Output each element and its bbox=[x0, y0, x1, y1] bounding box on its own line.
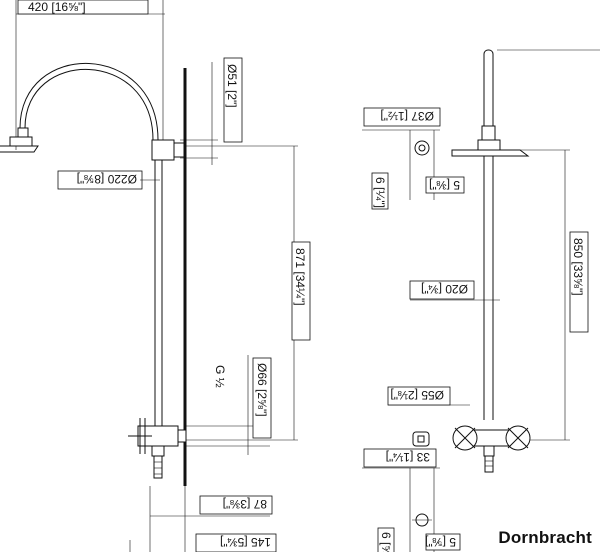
rail-diameter-label: Ø20 [¾"] bbox=[421, 282, 468, 296]
bottom-b-label: 5 [⅝"] bbox=[425, 535, 456, 549]
right-shower-front-view: Ø37 [1½"] 6 [¼"] 5 [⅜"] Ø20 [¾"] 850 [33… bbox=[362, 49, 600, 557]
wall-offset-large-label: 145 [5¾"] bbox=[220, 535, 271, 549]
bottom-a-label: 6 [⅝"] bbox=[379, 532, 393, 552]
total-height-label: 871 [34¼"] bbox=[293, 248, 307, 306]
side-a-label: 6 [¼"] bbox=[373, 177, 387, 208]
arm-drop-label: Ø51 [2"] bbox=[225, 64, 239, 108]
outlet-spacing-label: Ø66 [2⅝"] bbox=[255, 363, 269, 417]
left-shower-elevation: 420 [16⅝"] Ø220 [8⅝"] Ø51 [2"] bbox=[0, 0, 311, 553]
side-b-label: 5 [⅜"] bbox=[429, 178, 460, 192]
right-cross-handle bbox=[505, 425, 531, 451]
top-fitting-label: Ø37 [1½"] bbox=[380, 109, 434, 123]
bottom-fitting-label: 33 [1¼"] bbox=[386, 450, 430, 464]
brand-logo: Dornbracht bbox=[496, 528, 594, 548]
arm-span-label: 420 [16⅝"] bbox=[28, 0, 86, 14]
wall-offset-small-label: 87 [3⅜"] bbox=[223, 497, 267, 511]
height-label: 850 [33⅝"] bbox=[571, 238, 585, 296]
thread-label: G ½ bbox=[213, 365, 227, 388]
valve-diameter-label: Ø55 [2⅛"] bbox=[390, 388, 444, 402]
head-diameter-label: Ø220 [8⅝"] bbox=[77, 172, 137, 186]
left-cross-handle bbox=[452, 425, 478, 451]
